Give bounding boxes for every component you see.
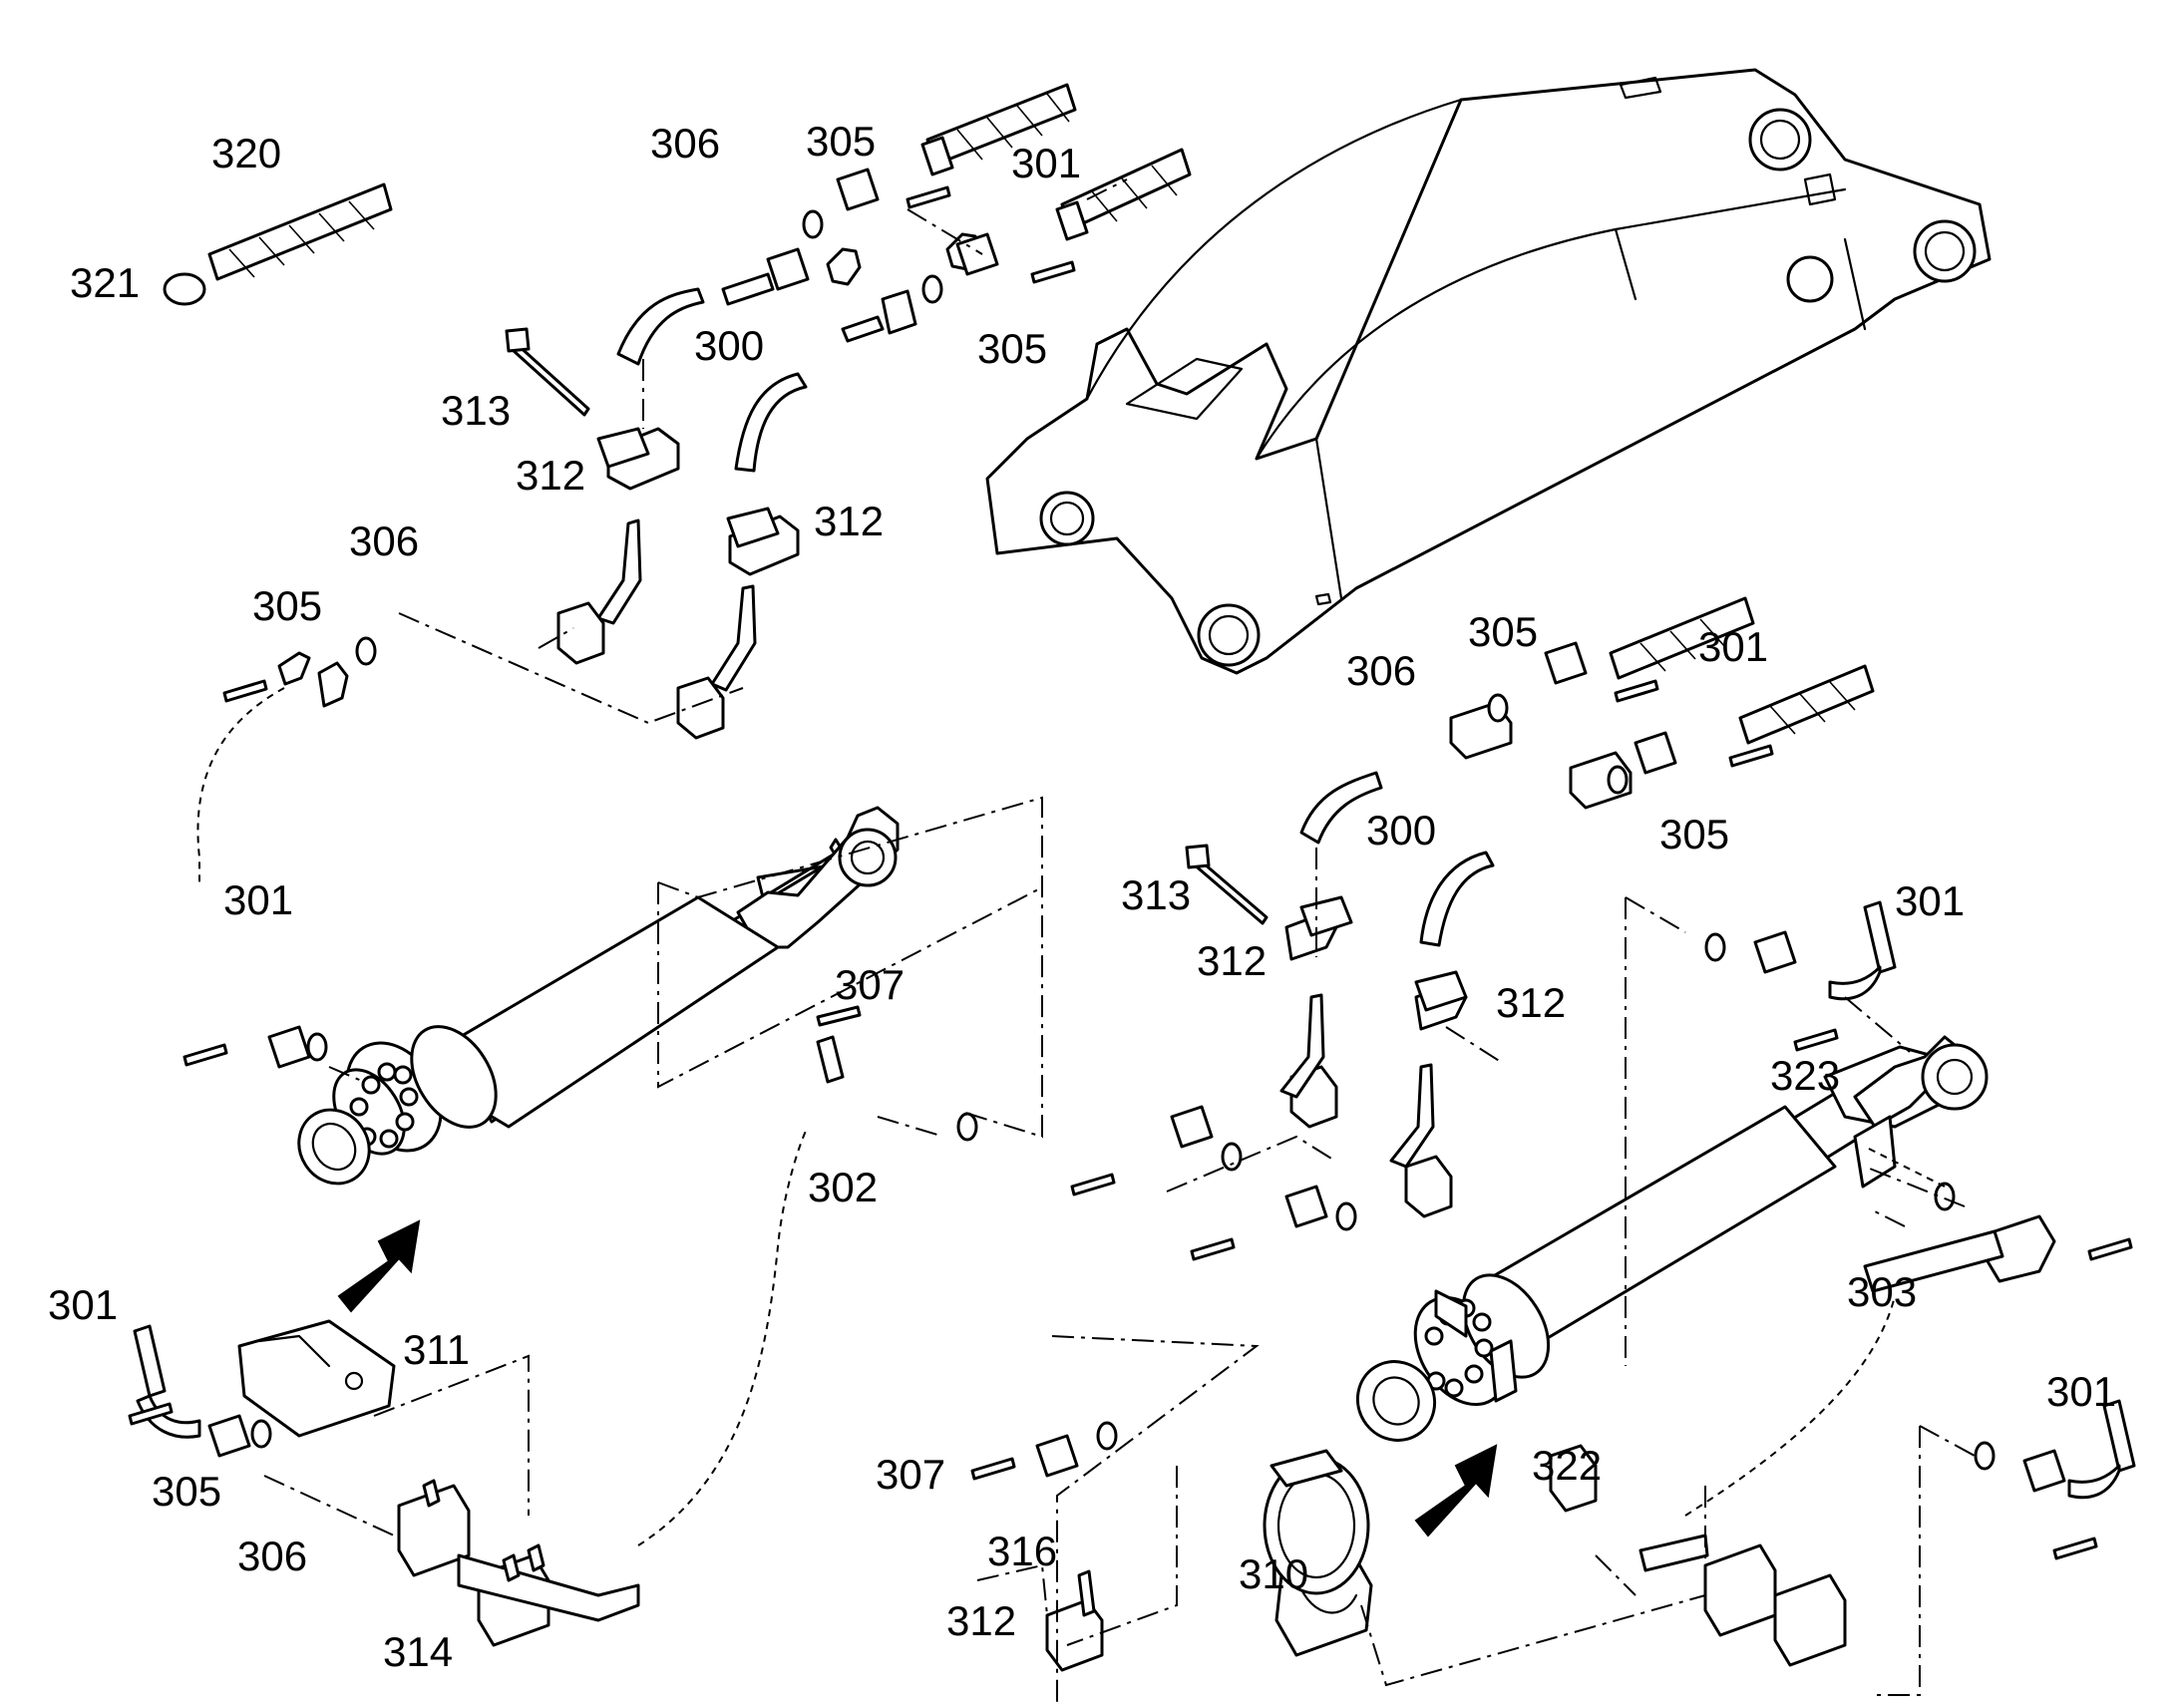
- callout-labels: 320 321 306 305 301 300 305 313 312 312 …: [48, 118, 2116, 1675]
- callout-302: 302: [808, 1164, 878, 1210]
- callout-301: 301: [1698, 623, 1768, 670]
- right-cylinder: [1355, 1035, 1989, 1442]
- callout-310: 310: [1239, 1550, 1308, 1597]
- callout-312: 312: [814, 498, 884, 544]
- callout-300: 300: [694, 322, 764, 369]
- callout-306: 306: [650, 120, 720, 167]
- callout-313: 313: [441, 387, 511, 434]
- hose-routings: [196, 687, 1946, 1546]
- callout-306: 306: [349, 517, 419, 564]
- middle-right-pipework: [1279, 701, 1633, 1218]
- callout-306: 306: [1346, 647, 1416, 694]
- upper-left-pipework: [277, 232, 981, 740]
- callout-312: 312: [946, 1597, 1016, 1644]
- assembly-lines: [263, 178, 1976, 1708]
- lower-left-clamps: [133, 1289, 1847, 1672]
- callout-316: 316: [987, 1528, 1057, 1574]
- clamp-ring: [1263, 1449, 1370, 1595]
- callout-311: 311: [403, 1326, 470, 1373]
- callout-321: 321: [70, 259, 140, 306]
- small-parts: [128, 168, 2133, 1617]
- boom-arm: [985, 68, 1992, 675]
- callout-301: 301: [223, 876, 293, 923]
- callout-305: 305: [806, 118, 876, 165]
- callout-307: 307: [876, 1451, 945, 1498]
- upper-hoses: [163, 83, 1875, 745]
- callout-313: 313: [1121, 871, 1191, 918]
- direction-arrows: [337, 1219, 1498, 1537]
- callout-320: 320: [211, 130, 281, 176]
- callout-301: 301: [2046, 1368, 2116, 1415]
- callout-301: 301: [1011, 140, 1081, 186]
- callout-323: 323: [1770, 1052, 1840, 1099]
- left-cylinder: [297, 806, 900, 1186]
- callout-300: 300: [1366, 807, 1436, 854]
- callout-312: 312: [1496, 979, 1566, 1026]
- callout-301: 301: [48, 1281, 118, 1328]
- callout-305: 305: [1468, 608, 1538, 655]
- callout-303: 303: [1847, 1268, 1917, 1315]
- callout-312: 312: [516, 452, 585, 499]
- callout-312: 312: [1197, 937, 1267, 984]
- callout-307: 307: [835, 961, 905, 1008]
- callout-305: 305: [1659, 811, 1729, 857]
- callout-305: 305: [252, 582, 322, 629]
- callout-305: 305: [152, 1468, 221, 1515]
- callout-305: 305: [977, 325, 1047, 372]
- callout-301: 301: [1895, 877, 1965, 924]
- lower-right-flanges: [1828, 900, 2136, 1500]
- callout-314: 314: [383, 1628, 453, 1675]
- callout-306: 306: [237, 1533, 307, 1579]
- callout-322: 322: [1532, 1442, 1602, 1489]
